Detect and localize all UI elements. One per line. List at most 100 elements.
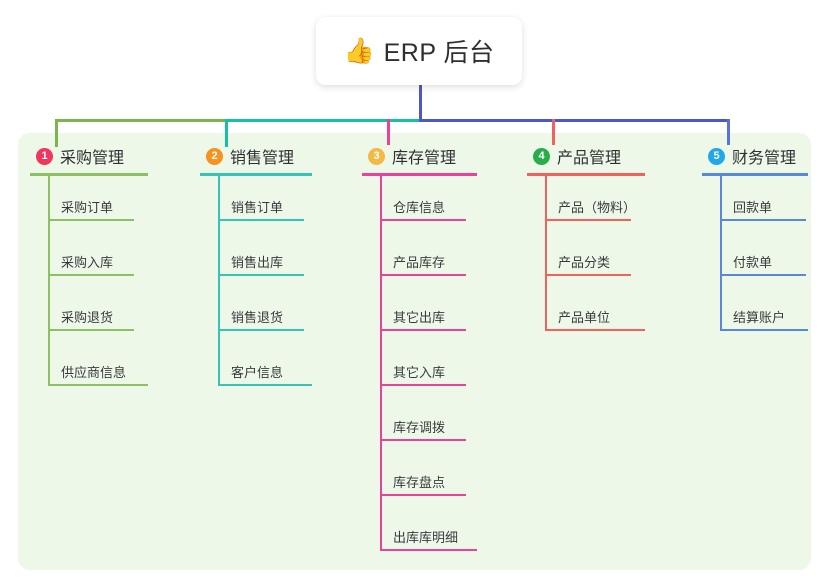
column-stem-sales: [218, 176, 220, 386]
list-item-rule: [545, 219, 631, 221]
list-item-label: 结算账户: [733, 310, 786, 325]
list-item[interactable]: 销售退货: [200, 286, 312, 341]
column-title-purchase: 采购管理: [60, 150, 125, 167]
column-items-purchase: 采购订单采购入库采购退货供应商信息: [30, 176, 148, 396]
list-item-rule: [380, 494, 466, 496]
list-item-rule: [48, 329, 134, 331]
column-items-sales: 销售订单销售出库销售退货客户信息: [200, 176, 312, 396]
column-product: 4 产品管理产品（物料） 产品分类产品单位: [527, 145, 645, 341]
list-item-label: 回款单: [733, 200, 773, 215]
list-item-rule: [48, 219, 134, 221]
list-item[interactable]: 产品（物料）: [527, 176, 645, 231]
list-item[interactable]: 结算账户: [702, 286, 808, 341]
list-item-label: 付款单: [733, 255, 773, 270]
connector-drop-finance: [727, 119, 730, 145]
column-header-sales[interactable]: 2 销售管理: [200, 145, 312, 167]
list-item[interactable]: 产品分类: [527, 231, 645, 286]
root-node-title: ERP 后台: [383, 39, 495, 67]
connector-drop-sales: [225, 119, 228, 147]
column-badge-purchase: 1: [36, 147, 53, 165]
column-title-inventory: 库存管理: [392, 150, 457, 167]
column-title-finance: 财务管理: [732, 150, 797, 167]
column-badge-product: 4: [533, 147, 550, 165]
list-item[interactable]: 其它出库: [362, 286, 477, 341]
column-stem-product: [545, 176, 547, 331]
column-items-finance: 回款单付款单结算账户: [702, 176, 808, 341]
connector-drop-product: [552, 119, 555, 145]
connector-segment-green: [55, 119, 225, 122]
root-node-card[interactable]: 👍 ERP 后台: [316, 17, 522, 85]
list-item[interactable]: 其它入库: [362, 341, 477, 396]
list-item-label: 其它出库: [393, 310, 446, 325]
list-item-label: 销售退货: [231, 310, 284, 325]
list-item[interactable]: 库存盘点: [362, 451, 477, 506]
column-items-inventory: 仓库信息产品库存其它出库其它入库库存调拨库存盘点出库库明细: [362, 176, 477, 561]
list-item[interactable]: 出库库明细: [362, 506, 477, 561]
column-header-purchase[interactable]: 1 采购管理: [30, 145, 148, 167]
column-badge-sales: 2: [206, 147, 223, 165]
list-item-label: 采购订单: [61, 200, 114, 215]
list-item-rule: [218, 274, 304, 276]
column-purchase: 1 采购管理采购订单采购入库采购退货供应商信息: [30, 145, 148, 396]
list-item[interactable]: 客户信息: [200, 341, 312, 396]
column-header-rule-sales: [200, 173, 312, 176]
connector-segment-teal: [225, 119, 421, 122]
list-item[interactable]: 销售订单: [200, 176, 312, 231]
column-header-inventory[interactable]: 3 库存管理: [362, 145, 477, 167]
list-item[interactable]: 付款单: [702, 231, 808, 286]
column-sales: 2 销售管理销售订单销售出库销售退货客户信息: [200, 145, 312, 396]
list-item-label: 采购入库: [61, 255, 114, 270]
connector-drop-purchase: [55, 119, 58, 147]
list-item-label: 客户信息: [231, 365, 284, 380]
list-item[interactable]: 供应商信息: [30, 341, 148, 396]
diagram-panel: [18, 133, 811, 570]
connector-segment-indigo: [419, 119, 729, 122]
column-title-sales: 销售管理: [230, 150, 295, 167]
list-item[interactable]: 采购退货: [30, 286, 148, 341]
list-item-rule: [48, 274, 134, 276]
list-item[interactable]: 销售出库: [200, 231, 312, 286]
list-item-label: 产品分类: [558, 255, 611, 270]
list-item[interactable]: 产品单位: [527, 286, 645, 341]
list-item-rule: [720, 329, 808, 331]
column-header-product[interactable]: 4 产品管理: [527, 145, 645, 167]
column-badge-inventory: 3: [368, 147, 385, 165]
column-inventory: 3 库存管理仓库信息产品库存其它出库其它入库库存调拨库存盘点出库库明细: [362, 145, 477, 561]
list-item-label: 销售出库: [231, 255, 284, 270]
list-item[interactable]: 仓库信息: [362, 176, 477, 231]
column-header-rule-purchase: [30, 173, 148, 176]
list-item-rule: [380, 274, 466, 276]
list-item[interactable]: 采购入库: [30, 231, 148, 286]
list-item-rule: [545, 274, 631, 276]
list-item-rule: [380, 384, 466, 386]
list-item-label: 产品（物料）: [558, 200, 637, 215]
list-item-label: 其它入库: [393, 365, 446, 380]
column-stem-inventory: [380, 176, 382, 551]
column-items-product: 产品（物料） 产品分类产品单位: [527, 176, 645, 341]
column-header-rule-finance: [702, 173, 808, 176]
connector-drop-inventory: [387, 119, 390, 145]
list-item-rule: [380, 549, 477, 551]
list-item-label: 销售订单: [231, 200, 284, 215]
list-item-rule: [48, 384, 148, 386]
list-item-rule: [218, 329, 304, 331]
list-item[interactable]: 库存调拨: [362, 396, 477, 451]
column-header-rule-product: [527, 173, 645, 176]
list-item-label: 产品单位: [558, 310, 611, 325]
list-item-rule: [380, 329, 466, 331]
list-item-rule: [545, 329, 645, 331]
thumbs-up-icon: 👍: [343, 36, 375, 65]
column-header-rule-inventory: [362, 173, 477, 176]
list-item[interactable]: 回款单: [702, 176, 808, 231]
column-title-product: 产品管理: [557, 150, 622, 167]
list-item-label: 供应商信息: [61, 365, 127, 380]
list-item[interactable]: 采购订单: [30, 176, 148, 231]
list-item-label: 库存盘点: [393, 475, 446, 490]
list-item[interactable]: 产品库存: [362, 231, 477, 286]
list-item-label: 仓库信息: [393, 200, 446, 215]
list-item-rule: [380, 439, 466, 441]
column-stem-purchase: [48, 176, 50, 386]
column-stem-finance: [720, 176, 722, 331]
